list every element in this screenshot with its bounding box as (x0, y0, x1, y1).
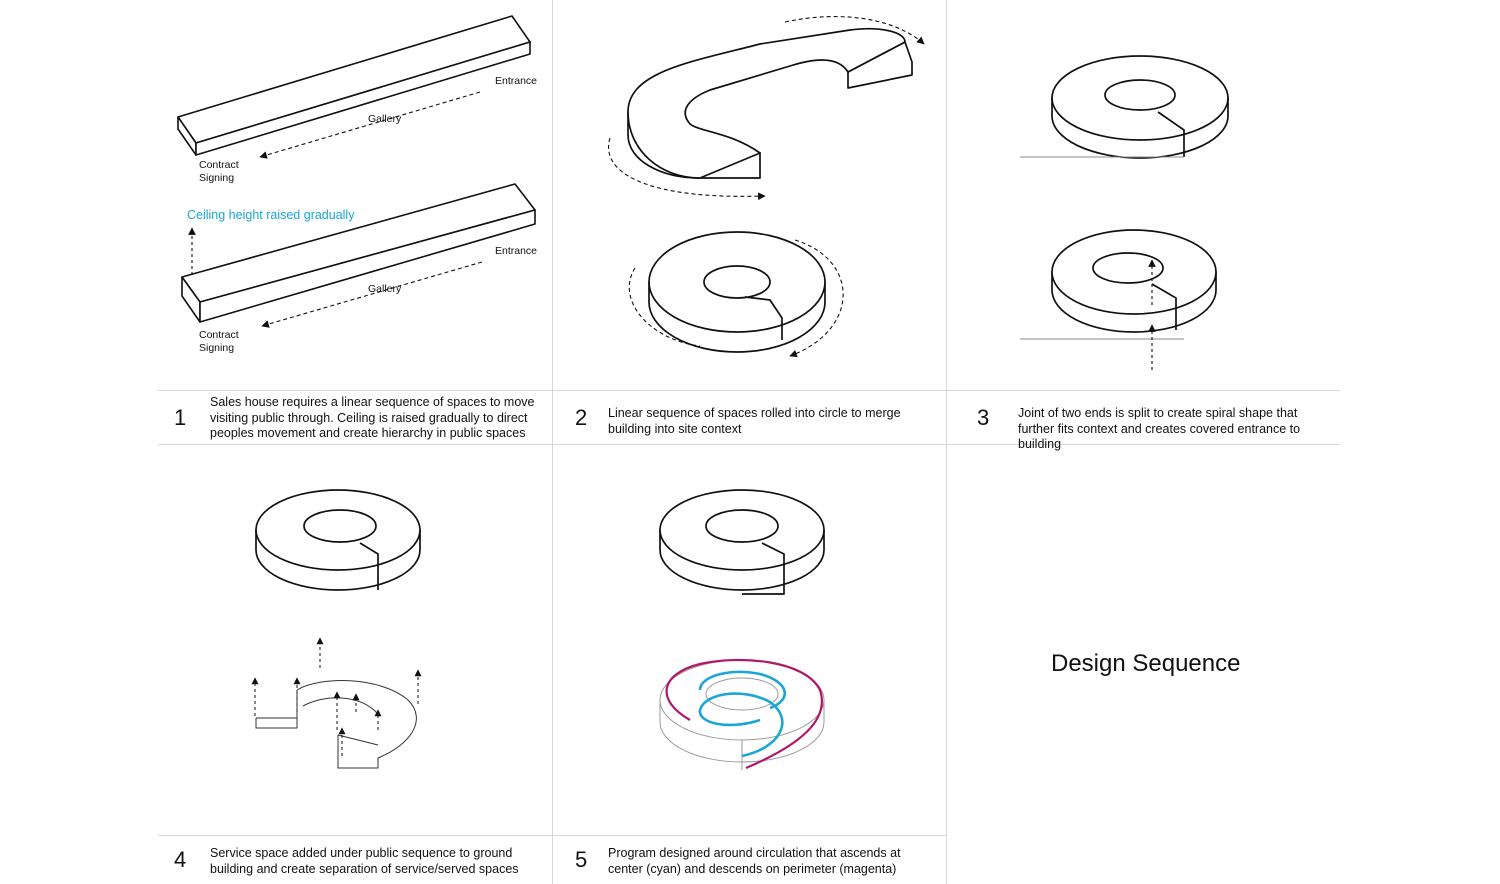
step-number-1: 1 (174, 405, 187, 430)
label-gallery-top: Gallery (368, 113, 402, 125)
linear-bar-top (177, 15, 531, 156)
label-contract-bottom: Contract Signing (199, 329, 239, 354)
linear-bar-bottom (181, 183, 536, 323)
arrow-gallery-bottom (261, 261, 483, 328)
page-title: Design Sequence (1051, 650, 1241, 677)
divider-h1 (158, 390, 1340, 391)
label-ceiling-note: Ceiling height raised gradually (187, 208, 355, 222)
rotation-arrow-right (789, 239, 844, 358)
service-arrows (251, 637, 422, 756)
step-number-4: 4 (174, 847, 187, 872)
caption-1: Sales house requires a linear sequence o… (210, 395, 535, 440)
circulation-magenta (665, 658, 823, 770)
divider-v2 (946, 0, 947, 884)
arrow-gallery-top (259, 91, 481, 159)
split-ring-top (1051, 55, 1229, 159)
label-entrance-top: Entrance (495, 75, 538, 87)
circulation-base (659, 659, 825, 770)
caption-5: Program designed around circulation that… (608, 846, 901, 876)
spiral-ring-p4 (255, 489, 421, 591)
divider-h3 (158, 835, 946, 836)
caption-2: Linear sequence of spaces rolled into ci… (608, 406, 901, 436)
divider-v1 (552, 0, 553, 884)
divider-h2 (158, 444, 1340, 445)
step-number-2: 2 (575, 405, 588, 430)
rotation-arrow-left (608, 137, 766, 201)
caption-3: Joint of two ends is split to create spi… (1018, 406, 1301, 451)
label-contract-top: Contract Signing (199, 159, 239, 184)
step-number-5: 5 (575, 847, 588, 872)
spiral-ring-bottom (1051, 229, 1217, 333)
rotation-arrow-left-2 (628, 267, 701, 347)
service-base (255, 680, 417, 769)
label-gallery-bottom: Gallery (368, 283, 402, 295)
spiral-ring-p5 (659, 489, 825, 595)
label-entrance-bottom: Entrance (495, 245, 538, 257)
circulation-cyan (698, 670, 787, 758)
rotation-arrow-top (784, 15, 925, 45)
ring-shape-p2 (648, 231, 826, 353)
step-number-3: 3 (977, 405, 990, 430)
rolled-bar-shape (627, 27, 913, 179)
caption-4: Service space added under public sequenc… (210, 846, 519, 876)
